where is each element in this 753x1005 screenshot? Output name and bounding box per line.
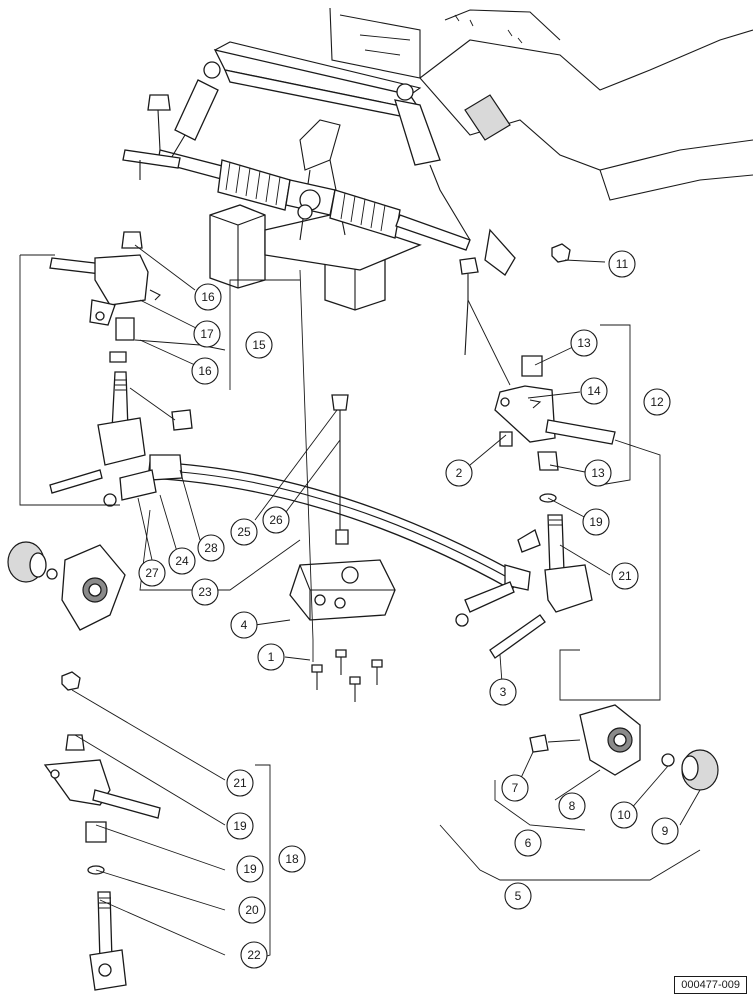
svg-text:2: 2	[456, 466, 463, 480]
svg-text:10: 10	[617, 808, 631, 822]
callout-19-upper-left: 19	[226, 812, 254, 840]
svg-text:7: 7	[512, 781, 519, 795]
callout-10: 10	[610, 801, 638, 829]
lower-left-exploded	[43, 671, 161, 991]
left-hub	[7, 541, 126, 631]
left-spindle	[49, 371, 193, 494]
callout-17: 17	[193, 320, 221, 348]
callout-4: 4	[230, 611, 258, 639]
svg-text:26: 26	[269, 513, 283, 527]
callout-20: 20	[238, 896, 266, 924]
right-nut	[551, 243, 571, 263]
svg-text:21: 21	[618, 569, 632, 583]
callout-3: 3	[489, 678, 517, 706]
callout-7: 7	[501, 774, 529, 802]
callout-12: 12	[643, 388, 671, 416]
callout-24: 24	[168, 547, 196, 575]
svg-text:18: 18	[285, 852, 299, 866]
svg-text:1: 1	[268, 650, 275, 664]
callout-28: 28	[197, 534, 225, 562]
svg-text:23: 23	[198, 585, 212, 599]
svg-text:13: 13	[577, 336, 591, 350]
svg-text:20: 20	[245, 903, 259, 917]
callout-26: 26	[262, 506, 290, 534]
bracket-bolts	[311, 649, 383, 702]
svg-text:28: 28	[204, 541, 218, 555]
callout-13-top: 13	[570, 329, 598, 357]
callout-25: 25	[230, 518, 258, 546]
steering-rack	[157, 149, 471, 251]
callout-6: 6	[514, 829, 542, 857]
callout-2: 2	[445, 459, 473, 487]
svg-text:19: 19	[233, 819, 247, 833]
svg-text:12: 12	[650, 395, 664, 409]
svg-text:21: 21	[233, 776, 247, 790]
svg-text:24: 24	[175, 554, 189, 568]
callout-18: 18	[278, 845, 306, 873]
svg-text:5: 5	[515, 889, 522, 903]
svg-text:22: 22	[247, 948, 261, 962]
callout-16-bottom: 16	[191, 357, 219, 385]
callout-8: 8	[558, 792, 586, 820]
leaf-spring	[103, 454, 531, 627]
callout-21-left: 21	[226, 769, 254, 797]
svg-text:17: 17	[200, 327, 214, 341]
callout-5: 5	[504, 882, 532, 910]
left-knuckle-upper	[49, 231, 161, 363]
figure-id-label: 000477-009	[674, 976, 747, 994]
svg-text:3: 3	[500, 685, 507, 699]
callout-14: 14	[580, 377, 608, 405]
callout-21-right: 21	[611, 562, 639, 590]
callout-22: 22	[240, 941, 268, 969]
svg-text:19: 19	[243, 862, 257, 876]
svg-text:19: 19	[589, 515, 603, 529]
svg-text:6: 6	[525, 836, 532, 850]
svg-text:9: 9	[662, 824, 669, 838]
callout-13-bottom: 13	[584, 459, 612, 487]
shock-absorbers	[169, 61, 471, 241]
right-hub	[529, 704, 719, 791]
callout-9: 9	[651, 817, 679, 845]
left-tie-rod	[122, 94, 181, 180]
callout-19-right: 19	[582, 508, 610, 536]
svg-text:16: 16	[198, 364, 212, 378]
callout-16-top: 16	[194, 283, 222, 311]
svg-text:15: 15	[252, 338, 266, 352]
callout-27: 27	[138, 559, 166, 587]
svg-text:8: 8	[569, 799, 576, 813]
callout-23: 23	[191, 578, 219, 606]
callout-1: 1	[257, 643, 285, 671]
svg-text:16: 16	[201, 290, 215, 304]
callout-11: 11	[608, 250, 636, 278]
svg-text:13: 13	[591, 466, 605, 480]
vehicle-frame	[209, 7, 753, 311]
callout-19-lower-left: 19	[236, 855, 264, 883]
svg-text:14: 14	[587, 384, 601, 398]
right-spindle	[489, 493, 593, 659]
svg-text:27: 27	[145, 566, 159, 580]
center-bracket	[289, 394, 396, 621]
svg-text:11: 11	[616, 257, 629, 271]
callout-15: 15	[245, 331, 273, 359]
svg-text:4: 4	[241, 618, 248, 632]
svg-text:25: 25	[237, 525, 251, 539]
